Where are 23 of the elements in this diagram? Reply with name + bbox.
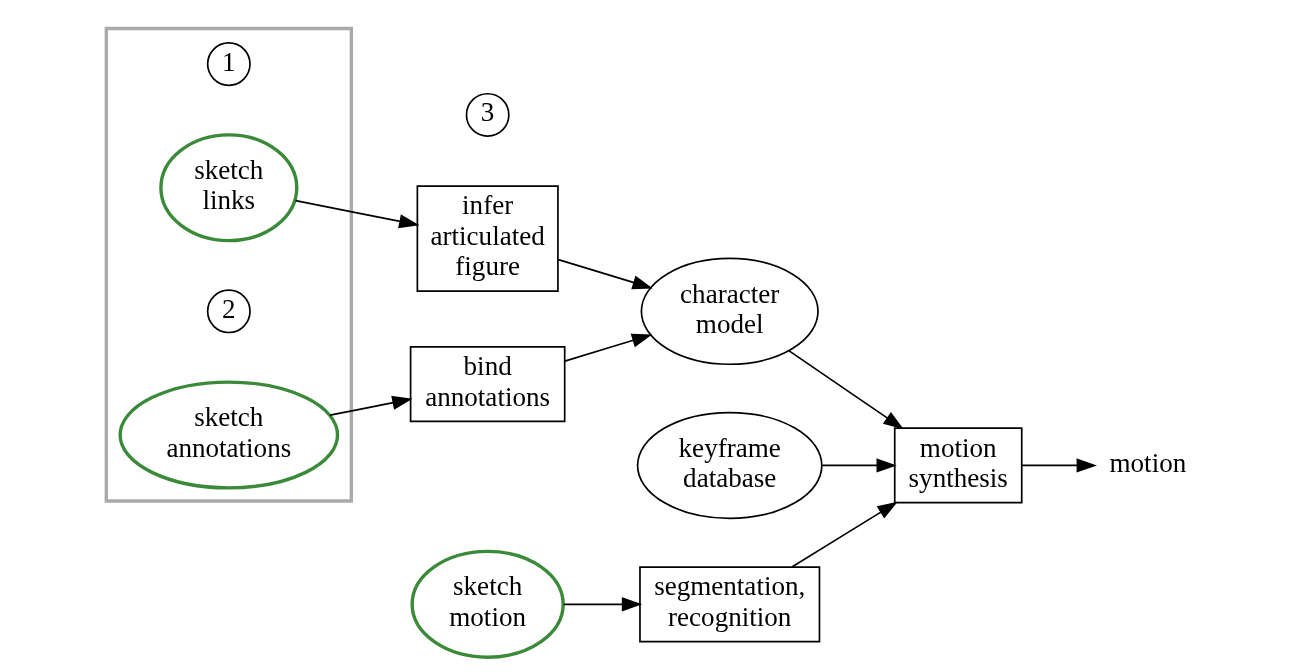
- node-ellipse: sketch annotations: [118, 380, 340, 490]
- node-ellipse: character model: [640, 257, 819, 366]
- arrow: [791, 501, 898, 568]
- node-circle: 3: [465, 92, 510, 137]
- node-box: segmentation, recognition: [639, 566, 821, 643]
- node-box: bind annotations: [409, 346, 566, 423]
- node-text: motion: [1109, 447, 1187, 478]
- node-circle: 1: [206, 42, 251, 87]
- arrow: [562, 597, 643, 612]
- node-circle: 2: [206, 289, 251, 334]
- node-box: infer articulated figure: [416, 185, 559, 292]
- arrow: [1021, 458, 1097, 473]
- arrow: [821, 458, 897, 473]
- cluster: [104, 26, 354, 503]
- arrow: [557, 258, 653, 290]
- arrow: [564, 333, 653, 362]
- node-ellipse: sketch motion: [410, 549, 565, 659]
- arrow: [294, 199, 420, 229]
- arrow: [787, 349, 904, 430]
- node-box: motion synthesis: [893, 427, 1023, 504]
- arrow: [329, 395, 413, 416]
- node-ellipse: keyframe database: [636, 411, 823, 520]
- node-ellipse: sketch links: [159, 133, 299, 243]
